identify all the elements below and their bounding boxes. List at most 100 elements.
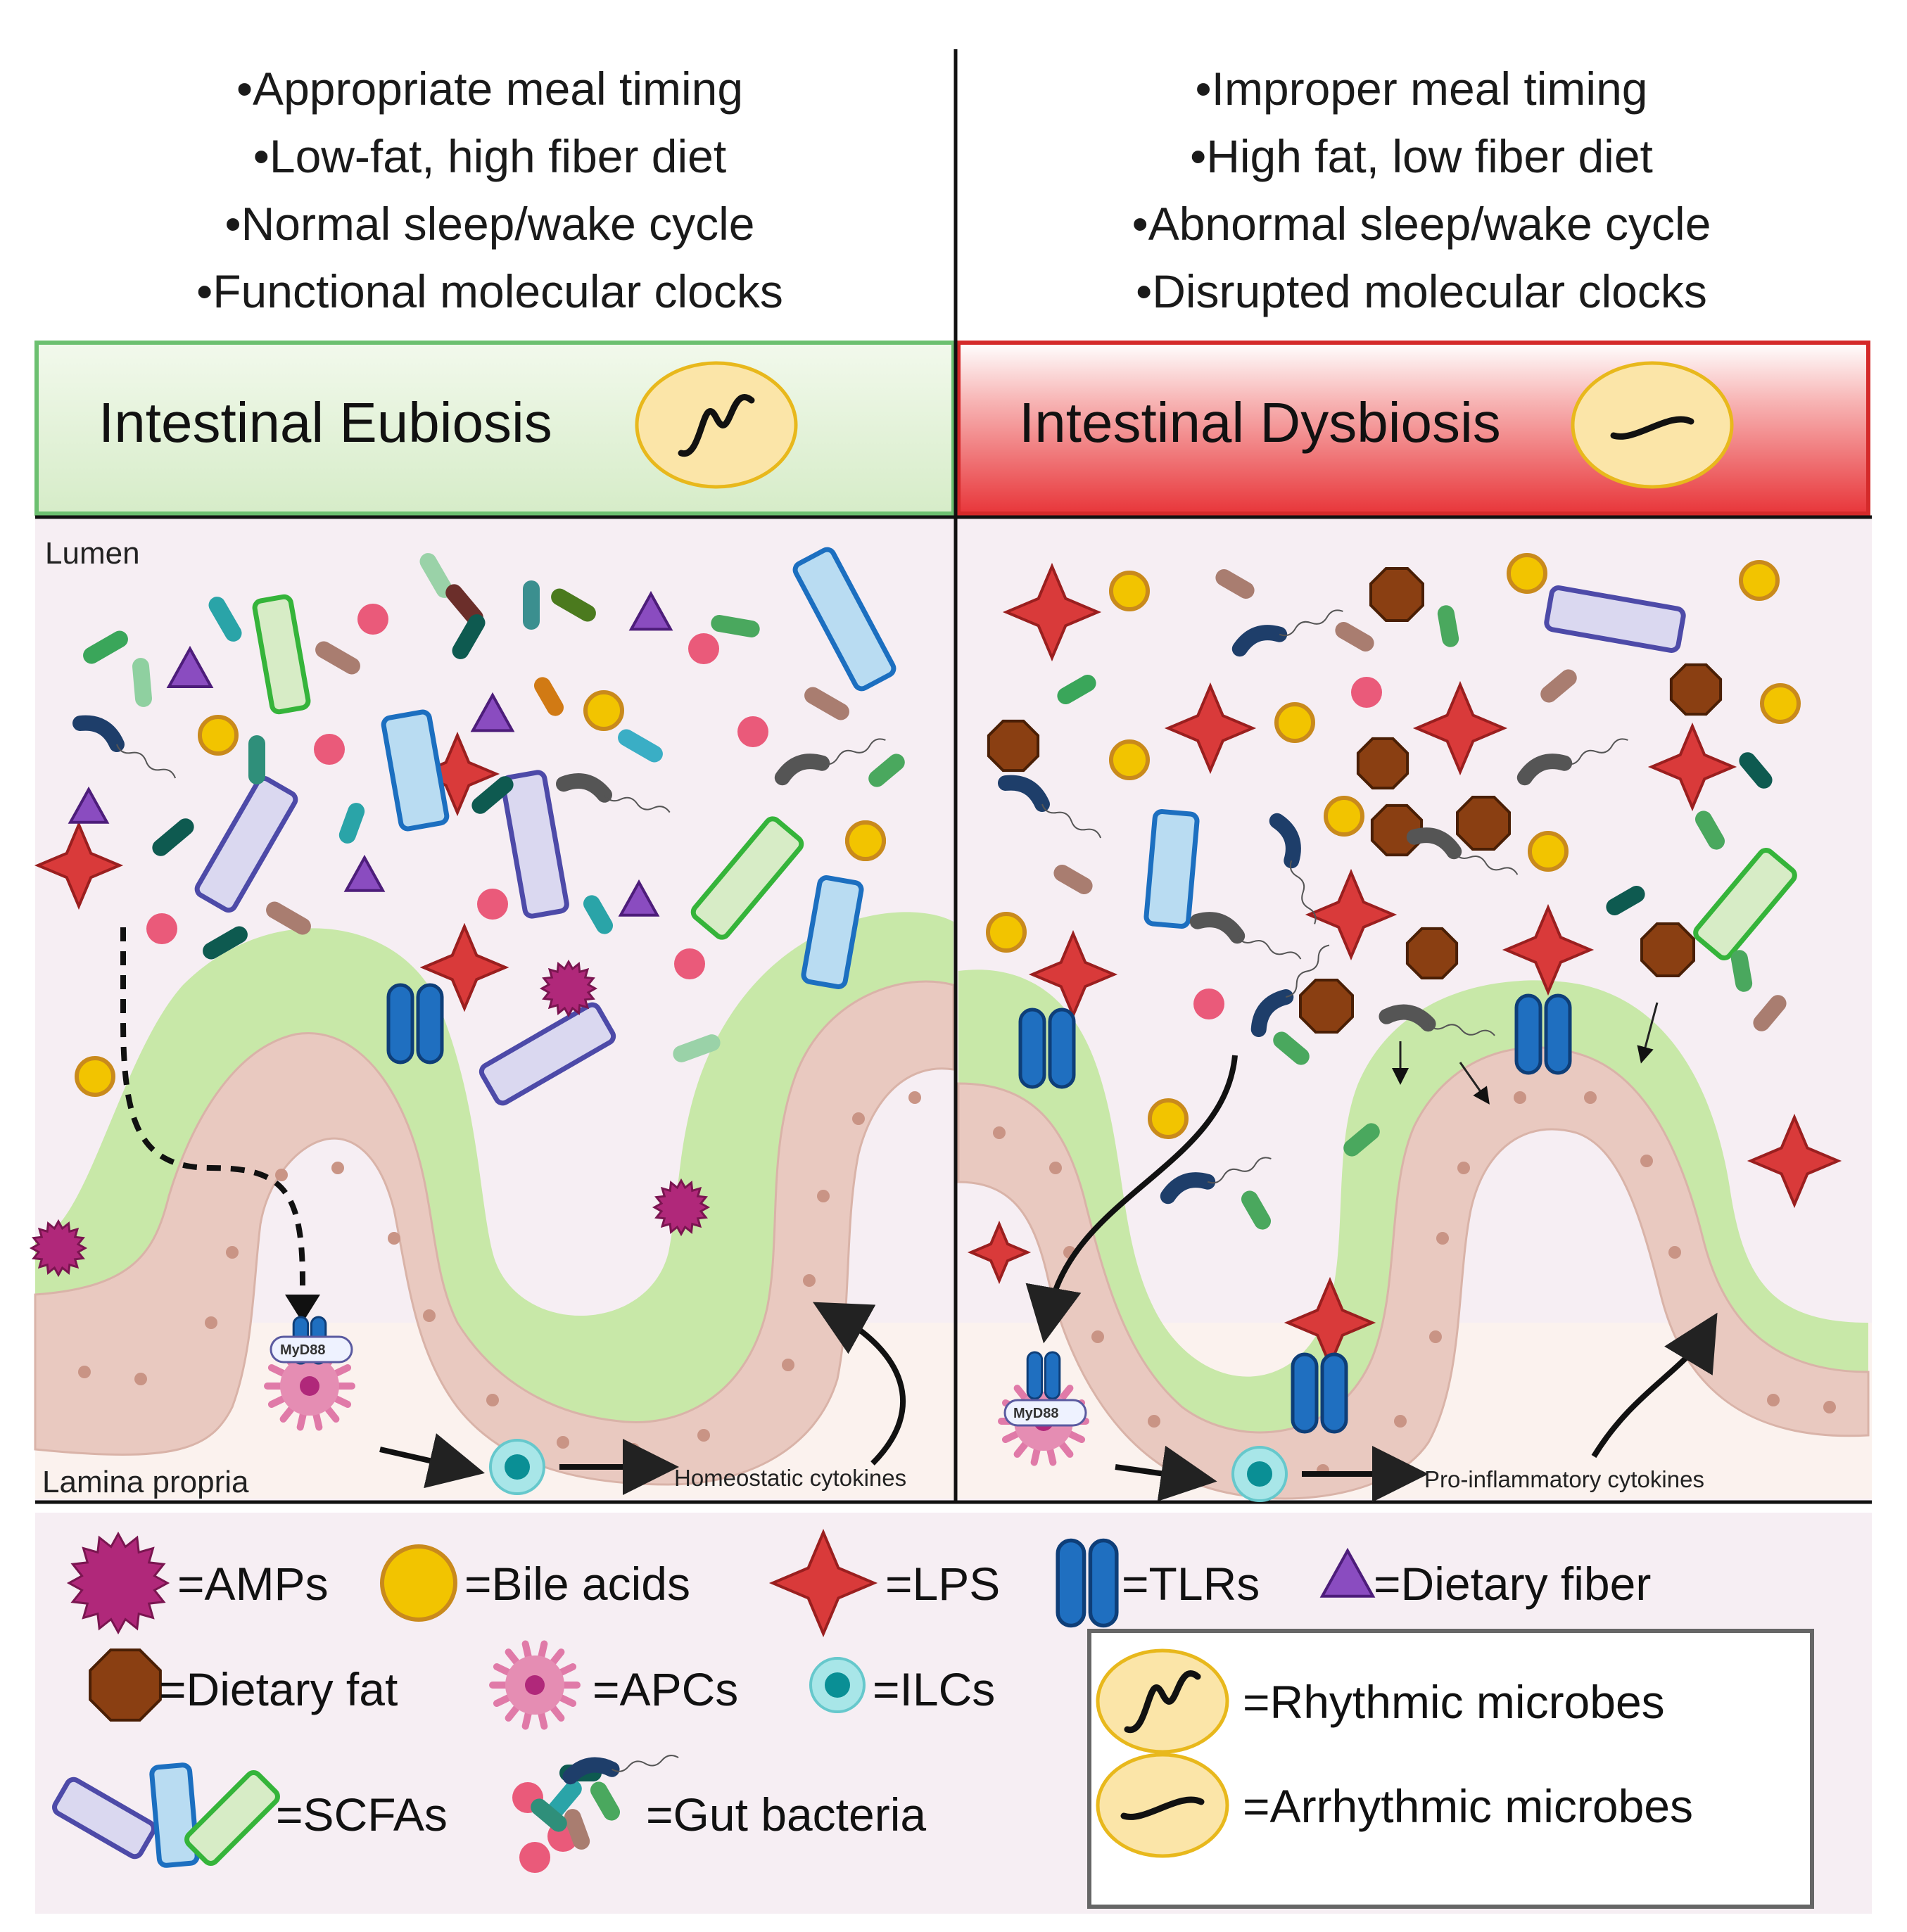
bacterium-body xyxy=(1250,989,1294,1037)
tlr-subunit xyxy=(1056,1538,1086,1628)
right-condition-3: •Abnormal sleep/wake cycle xyxy=(1132,198,1711,250)
epithelial-nucleus xyxy=(1091,1330,1104,1343)
legend-dietary-fiber-label: =Dietary fiber xyxy=(1374,1558,1652,1610)
dietary-fat-molecule xyxy=(1669,663,1723,716)
tlr-subunit xyxy=(1048,1008,1076,1089)
epithelial-nucleus xyxy=(388,1232,400,1245)
legend-scfas-label: =SCFAs xyxy=(276,1788,448,1841)
gut-bacterium-rod xyxy=(534,677,564,716)
epithelial-nucleus xyxy=(627,1443,640,1456)
bile-acid xyxy=(1739,560,1780,601)
rhythm-badge-ellipse xyxy=(635,361,798,489)
dysbiosis-title: Intestinal Dysbiosis xyxy=(1019,391,1501,454)
homeostatic-cytokines-label: Homeostatic cytokines xyxy=(674,1465,907,1491)
flagellated-bacterium xyxy=(1406,827,1519,875)
lamina-propria-label: Lamina propria xyxy=(42,1465,249,1499)
bile-acid xyxy=(1324,796,1364,837)
gut-bacterium-rod xyxy=(471,776,514,814)
gut-bacterium-rod xyxy=(152,818,194,856)
gut-bacterium-rod xyxy=(1739,752,1773,789)
arrhythmic-wave xyxy=(1120,1796,1205,1820)
left-condition-3: •Normal sleep/wake cycle xyxy=(224,198,755,250)
amp-molecule xyxy=(539,959,598,1018)
epithelial-nucleus xyxy=(697,1429,710,1442)
gut-bacterium-rod xyxy=(83,630,128,664)
gut-bacterium-rod xyxy=(551,588,596,622)
gut-bacterium-coccus xyxy=(688,633,719,664)
legend-apcs-label: =APCs xyxy=(593,1663,739,1715)
flagellated-bacterium xyxy=(1160,1157,1272,1205)
lumen-label: Lumen xyxy=(45,536,140,571)
gut-bacterium-rod xyxy=(132,658,153,707)
bacterium-body xyxy=(556,773,612,803)
legend-bile-acids-label: =Bile acids xyxy=(464,1558,691,1610)
legend-rhythmic-label: =Rhythmic microbes xyxy=(1243,1676,1665,1728)
gut-bacterium-rod xyxy=(1273,1031,1310,1065)
epithelial-nucleus xyxy=(557,1436,569,1449)
gut-bacterium-rod xyxy=(1053,865,1093,894)
epithelial-nucleus xyxy=(1049,1162,1062,1174)
bile-acid xyxy=(986,912,1027,953)
scfa-molecule xyxy=(500,770,569,919)
rhythmic-wave xyxy=(1124,1670,1201,1734)
bacterium-body xyxy=(562,1757,620,1785)
epithelial-nucleus xyxy=(803,1274,816,1287)
bacterium-body xyxy=(1189,912,1246,944)
apc-to-ilc-arrow xyxy=(1115,1445,1217,1501)
tlr-receptor xyxy=(386,983,444,1064)
gut-bacterium-rod xyxy=(583,895,613,934)
epithelial-nucleus xyxy=(1584,1091,1597,1104)
epithelial-nucleus xyxy=(78,1366,91,1378)
flagellated-bacterium xyxy=(998,775,1102,839)
tlr-subunit xyxy=(1291,1352,1319,1434)
myd88-label-right: MyD88 xyxy=(1013,1406,1059,1421)
ilc-cell xyxy=(809,1657,866,1713)
gut-bacterium-rod xyxy=(523,580,540,630)
scfa-molecule xyxy=(690,816,804,940)
myd88-badge-left xyxy=(270,1335,353,1364)
legend-tlr xyxy=(1056,1538,1119,1628)
gut-bacterium-rod xyxy=(564,1809,590,1850)
right-mucus-layer xyxy=(958,970,1868,1432)
tlr-subunit xyxy=(1320,1352,1348,1434)
gut-bacterium-rod xyxy=(711,615,760,637)
ilc-nucleus xyxy=(505,1454,530,1480)
arrhythmic-microbes-badge-right xyxy=(1571,361,1734,489)
apc-nucleus xyxy=(300,1376,319,1396)
dietary-fiber-molecule xyxy=(166,645,214,688)
epithelial-nucleus xyxy=(908,1091,921,1104)
tlr-receptor xyxy=(1291,1352,1348,1434)
lps-molecule xyxy=(1647,722,1737,812)
tlr-subunit xyxy=(1088,1538,1119,1628)
bacterium-flagellum xyxy=(612,1755,679,1772)
amp-molecule xyxy=(29,1219,88,1278)
lps-molecule xyxy=(1305,868,1398,961)
dietary-fat-molecule xyxy=(1640,922,1695,977)
lps-molecule xyxy=(1164,682,1257,775)
right-condition-1: •Improper meal timing xyxy=(1195,63,1648,115)
dietary-fiber-molecule xyxy=(68,786,110,824)
gut-bacterium-rod xyxy=(1753,995,1787,1031)
left-condition-2: •Low-fat, high fiber diet xyxy=(253,130,727,182)
flagellated-bacterium xyxy=(1516,738,1628,786)
dietary-fat-molecule xyxy=(1299,979,1354,1034)
legend-lps xyxy=(768,1528,878,1638)
proinflammatory-cytokines-label: Pro-inflammatory cytokines xyxy=(1424,1466,1704,1492)
bacterium-flagellum xyxy=(116,744,177,779)
lps-molecule xyxy=(419,922,509,1012)
dashed-translocation-arrow xyxy=(120,927,305,1305)
tlr-receptor xyxy=(1514,993,1572,1075)
tlr-subunit xyxy=(386,983,414,1064)
gut-bacterium-rod xyxy=(673,1034,721,1062)
epithelial-nucleus xyxy=(1394,1415,1407,1428)
gut-bacterium-rod xyxy=(1540,669,1577,703)
legend-amps-label: =AMPs xyxy=(177,1558,329,1610)
epithelial-nucleus xyxy=(486,1394,499,1406)
dietary-fat-molecule xyxy=(1405,927,1459,980)
bacterium-flagellum xyxy=(1289,860,1317,924)
scfa-molecule xyxy=(52,1777,156,1860)
gut-bacterium-coccus xyxy=(477,889,508,920)
eubiosis-title: Intestinal Eubiosis xyxy=(99,391,552,454)
tlr-subunit xyxy=(1026,1351,1044,1400)
